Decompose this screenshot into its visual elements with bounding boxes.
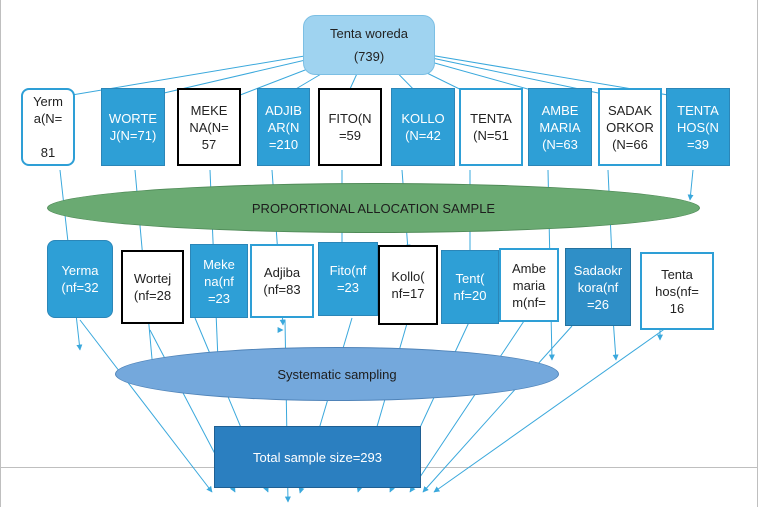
kebele-label-10: TENTA HOS(N =39 (677, 102, 719, 152)
kebele-box-2: WORTE J(N=71) (101, 88, 165, 166)
kebele-box-8: AMBE MARIA (N=63 (528, 88, 592, 166)
proportional-allocation-ellipse: PROPORTIONAL ALLOCATION SAMPLE (47, 183, 700, 233)
proportional-allocation-label: PROPORTIONAL ALLOCATION SAMPLE (251, 200, 496, 216)
total-sample-size-box: Total sample size=293 (214, 426, 421, 488)
total-sample-size-label: Total sample size=293 (253, 449, 382, 465)
root-count: (739) (353, 49, 385, 64)
sample-box-9: Sadaokr kora(nf =26 (565, 248, 631, 326)
kebele-label-6: KOLLO (N=42 (401, 111, 445, 143)
sample-box-8: Ambe maria m(nf= (499, 248, 559, 322)
kebele-label-8: AMBE MARIA (N=63 (539, 102, 581, 152)
sample-box-2: Wortej (nf=28 (121, 250, 184, 324)
sample-label-6: Kollo( nf=17 (391, 269, 425, 301)
kebele-label-7: TENTA (N=51 (470, 111, 512, 143)
kebele-label-2: WORTE J(N=71) (108, 111, 158, 143)
sample-label-3: Meke na(nf =23 (203, 256, 235, 306)
connector-arrow-30 (687, 169, 694, 201)
sample-box-6: Kollo( nf=17 (378, 245, 438, 325)
systematic-sampling-label: Systematic sampling (277, 366, 397, 382)
sample-label-10: Tenta hos(nf= 16 (655, 266, 699, 316)
kebele-label-9: SADAK ORKOR (N=66 (606, 102, 654, 152)
kebele-box-3: MEKE NA(N= 57 (177, 88, 241, 166)
kebele-label-3: MEKE NA(N= 57 (189, 102, 229, 152)
sample-label-1: Yerma (nf=32 (61, 263, 99, 295)
sample-box-5: Fito(nf =23 (318, 242, 378, 316)
kebele-box-9: SADAK ORKOR (N=66 (598, 88, 662, 166)
kebele-label-1: Yerm a(N= 81 (33, 94, 63, 160)
sample-label-2: Wortej (nf=28 (133, 271, 172, 303)
sample-label-9: Sadaokr kora(nf =26 (573, 262, 623, 312)
connector-arrow-19 (422, 325, 573, 493)
kebele-box-6: KOLLO (N=42 (391, 88, 455, 166)
sample-box-10: Tenta hos(nf= 16 (640, 252, 714, 330)
sample-box-4: Adjiba (nf=83 (250, 244, 314, 318)
connector-arrow-18 (409, 317, 527, 493)
connector-arrow-20 (433, 317, 681, 493)
sample-label-4: Adjiba (nf=83 (263, 265, 301, 297)
kebele-label-4: ADJIB AR(N =210 (265, 102, 302, 152)
sample-box-7: Tent( nf=20 (441, 250, 499, 324)
root-node-tenta-woreda: Tenta woreda (739) (303, 15, 435, 75)
kebele-box-1: Yerm a(N= 81 (21, 88, 75, 166)
kebele-box-7: TENTA (N=51 (459, 88, 523, 166)
sample-label-7: Tent( nf=20 (453, 271, 487, 303)
root-title: Tenta woreda (329, 26, 409, 41)
sample-label-8: Ambe maria m(nf= (512, 260, 546, 310)
connector-arrow-11 (79, 319, 213, 493)
kebele-box-5: FITO(N =59 (318, 88, 382, 166)
kebele-box-10: TENTA HOS(N =39 (666, 88, 730, 166)
sample-box-1: Yerma (nf=32 (47, 240, 113, 318)
sample-box-3: Meke na(nf =23 (190, 244, 248, 318)
kebele-label-5: FITO(N =59 (328, 111, 372, 143)
kebele-box-4: ADJIB AR(N =210 (257, 88, 310, 166)
sample-label-5: Fito(nf =23 (329, 263, 367, 295)
systematic-sampling-ellipse: Systematic sampling (115, 347, 559, 401)
